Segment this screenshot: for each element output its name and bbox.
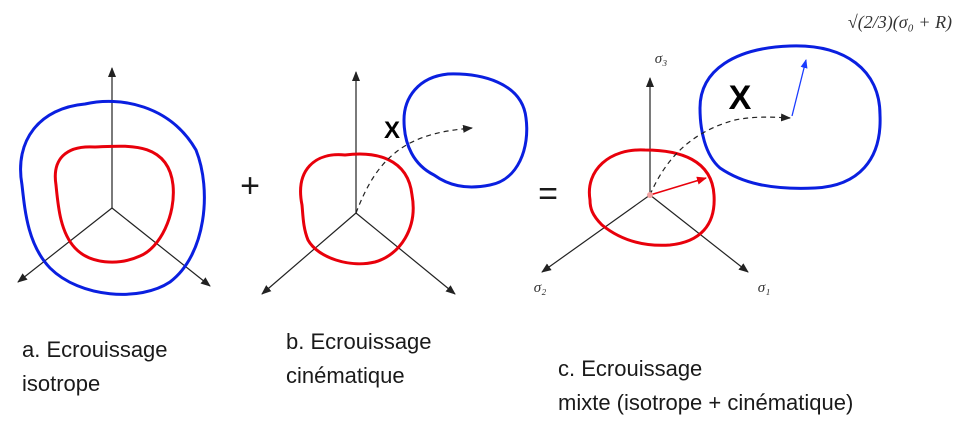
caption-a-line1: a. Ecrouissage	[22, 337, 168, 362]
origin-point	[647, 192, 653, 198]
panel-c-mixed: X σ₃ σ₁ σ₂ √(2/3)(σ₀ + R)	[534, 12, 952, 296]
caption-c: c. Ecrouissage mixte (isotrope + cinémat…	[558, 352, 853, 420]
caption-b-line1: b. Ecrouissage	[286, 329, 432, 354]
radius-formula: √(2/3)(σ₀ + R)	[848, 12, 952, 33]
isotropic-outer-surface	[19, 99, 206, 296]
back-stress-path-c	[649, 113, 791, 196]
red-normal-arrow	[649, 176, 707, 196]
caption-c-line1: c. Ecrouissage	[558, 356, 703, 381]
panel-a-isotropic	[17, 67, 211, 296]
axis-label-sigma3: σ₃	[655, 51, 668, 67]
caption-b-line2: cinématique	[286, 363, 405, 388]
panel-b-kinematic: X	[261, 71, 529, 295]
caption-b: b. Ecrouissage cinématique	[286, 325, 432, 393]
axis-right-b	[355, 212, 456, 295]
back-stress-label-b: X	[384, 117, 400, 144]
blue-radius-arrow	[791, 59, 808, 117]
axis-left-a	[17, 207, 113, 283]
panel-a-axes	[17, 67, 211, 287]
caption-c-line2: mixte (isotrope + cinématique)	[558, 390, 854, 415]
axis-label-sigma1: σ₁	[758, 280, 771, 296]
mixed-initial-surface	[587, 148, 716, 247]
axis-right-a	[111, 207, 211, 287]
axis-left-b	[261, 212, 357, 295]
kinematic-initial-surface	[299, 152, 415, 266]
panel-b-axes	[261, 71, 456, 295]
mixed-hardened-surface	[698, 44, 882, 190]
kinematic-translated-surface	[402, 72, 529, 189]
equals-operator: =	[538, 175, 558, 213]
back-stress-label-c: X	[729, 79, 752, 117]
isotropic-inner-surface	[53, 144, 175, 264]
caption-a-line2: isotrope	[22, 371, 101, 396]
axis-label-sigma2: σ₂	[534, 280, 547, 296]
back-stress-path-b	[355, 124, 473, 214]
caption-a: a. Ecrouissage isotrope	[22, 333, 168, 401]
plus-operator: +	[240, 167, 260, 205]
axis-sigma2	[541, 194, 651, 273]
